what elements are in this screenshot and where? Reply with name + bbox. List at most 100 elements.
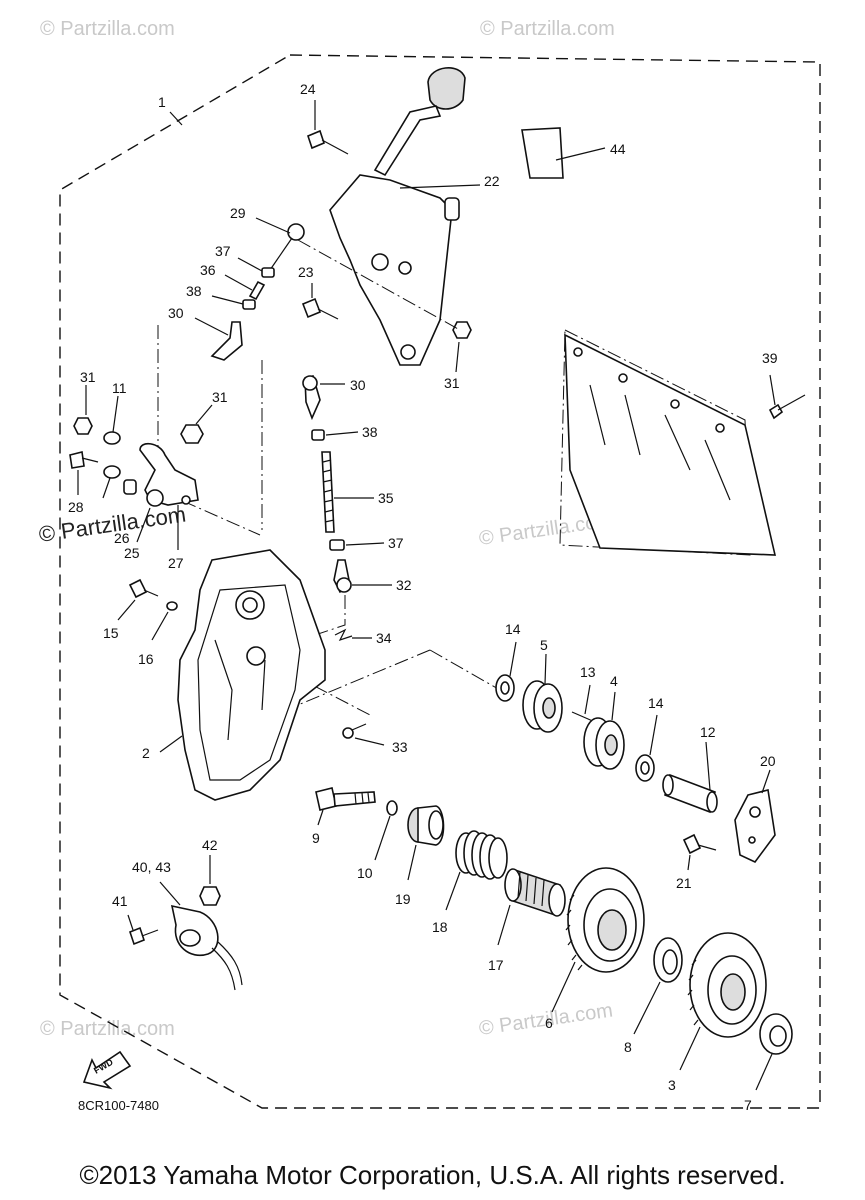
assembly-line bbox=[559, 329, 751, 556]
nut-37 bbox=[261, 267, 275, 278]
callout-6: 6 bbox=[545, 1015, 553, 1031]
callout-24: 24 bbox=[300, 81, 316, 97]
gear-5 bbox=[522, 680, 563, 733]
washer bbox=[103, 465, 121, 479]
callout-4: 4 bbox=[610, 673, 618, 689]
callout-30b: 30 bbox=[350, 377, 366, 393]
callout-7: 7 bbox=[744, 1097, 752, 1113]
bolt-15 bbox=[128, 578, 159, 599]
nut-31 bbox=[452, 321, 472, 339]
bolt-28 bbox=[69, 451, 99, 469]
collar-19 bbox=[407, 805, 445, 846]
callout-8: 8 bbox=[624, 1039, 632, 1055]
callout-38b: 38 bbox=[362, 424, 378, 440]
callout-23: 23 bbox=[298, 264, 314, 280]
callout-35: 35 bbox=[378, 490, 394, 506]
callout-5: 5 bbox=[540, 637, 548, 653]
callout-19: 19 bbox=[395, 891, 411, 907]
callout-44: 44 bbox=[610, 141, 626, 157]
callout-42: 42 bbox=[202, 837, 218, 853]
callout-32: 32 bbox=[396, 577, 412, 593]
callout-22: 22 bbox=[484, 173, 500, 189]
callout-31a: 31 bbox=[80, 369, 96, 385]
threaded-rod-35 bbox=[321, 451, 335, 533]
rod-36 bbox=[248, 280, 266, 301]
label-sticker bbox=[521, 127, 564, 179]
nut-37b bbox=[329, 539, 345, 551]
plate-20 bbox=[734, 789, 776, 864]
washer-16 bbox=[166, 601, 178, 611]
callout-1: 1 bbox=[158, 94, 166, 110]
bolt-21 bbox=[682, 833, 717, 855]
bolt-23 bbox=[301, 297, 339, 320]
callout-37: 37 bbox=[215, 243, 231, 259]
bolt-24 bbox=[307, 129, 349, 155]
nut-42 bbox=[199, 886, 221, 906]
diagram-ref: 8CR100-7480 bbox=[78, 1098, 159, 1113]
nut-7 bbox=[759, 1013, 793, 1055]
callout-18: 18 bbox=[432, 919, 448, 935]
leader-line bbox=[169, 111, 183, 126]
collar-26 bbox=[123, 479, 137, 495]
callout-41: 41 bbox=[112, 893, 128, 909]
washer-8 bbox=[653, 937, 683, 983]
callout-12: 12 bbox=[700, 724, 716, 740]
callout-25: 25 bbox=[124, 545, 140, 561]
assembly-line bbox=[297, 239, 461, 331]
callout-21: 21 bbox=[676, 875, 692, 891]
callout-34: 34 bbox=[376, 630, 392, 646]
callout-3: 3 bbox=[668, 1077, 676, 1093]
callout-14b: 14 bbox=[648, 695, 664, 711]
arm-bracket-25 bbox=[139, 442, 199, 507]
copyright-notice: ©2013 Yamaha Motor Corporation, U.S.A. A… bbox=[79, 1160, 786, 1190]
callout-10: 10 bbox=[357, 865, 373, 881]
callout-40: 40, 43 bbox=[132, 859, 171, 875]
assembly-line bbox=[157, 325, 261, 536]
callout-20: 20 bbox=[760, 753, 776, 769]
watermark: © Partzilla.com bbox=[40, 18, 175, 40]
callout-17: 17 bbox=[488, 957, 504, 973]
assembly-line bbox=[429, 649, 501, 691]
callout-16: 16 bbox=[138, 651, 154, 667]
plate-39 bbox=[564, 333, 777, 556]
washer-10 bbox=[386, 800, 398, 816]
shaft-12 bbox=[662, 773, 718, 814]
spring-18 bbox=[455, 830, 508, 880]
callout-36: 36 bbox=[200, 262, 216, 278]
rod-end-29 bbox=[287, 223, 305, 241]
nut-31a bbox=[73, 417, 93, 435]
nut-31b bbox=[180, 424, 204, 444]
splined-sleeve-17 bbox=[504, 868, 566, 917]
callout-2: 2 bbox=[142, 745, 150, 761]
callout-13: 13 bbox=[580, 664, 596, 680]
sprocket-6 bbox=[565, 867, 645, 973]
shift-lever bbox=[329, 67, 466, 366]
case-cover-2 bbox=[177, 549, 326, 801]
fwd-arrow-icon: FWD bbox=[82, 1050, 132, 1090]
callout-37b: 37 bbox=[388, 535, 404, 551]
washer-11 bbox=[103, 431, 121, 445]
callout-33: 33 bbox=[392, 739, 408, 755]
callout-30: 30 bbox=[168, 305, 184, 321]
callout-14a: 14 bbox=[505, 621, 521, 637]
callout-9: 9 bbox=[312, 830, 320, 846]
bolt-41 bbox=[129, 926, 159, 946]
nut-38 bbox=[242, 299, 256, 310]
callout-38: 38 bbox=[186, 283, 202, 299]
assembly-outline bbox=[59, 54, 821, 1109]
callout-29: 29 bbox=[230, 205, 246, 221]
rivet-39 bbox=[768, 403, 784, 420]
callout-31b: 31 bbox=[212, 389, 228, 405]
callout-11: 11 bbox=[112, 380, 127, 396]
rod-end-30 bbox=[210, 321, 243, 361]
sensor-40 bbox=[170, 904, 243, 991]
callout-39: 39 bbox=[762, 350, 778, 366]
bolt-9 bbox=[315, 787, 376, 811]
sprocket-3 bbox=[687, 932, 767, 1038]
watermark: © Partzilla.com bbox=[40, 1018, 175, 1040]
callout-27: 27 bbox=[168, 555, 184, 571]
cable-34 bbox=[334, 628, 353, 642]
nut-38b bbox=[311, 429, 325, 441]
gear-4 bbox=[583, 717, 625, 770]
